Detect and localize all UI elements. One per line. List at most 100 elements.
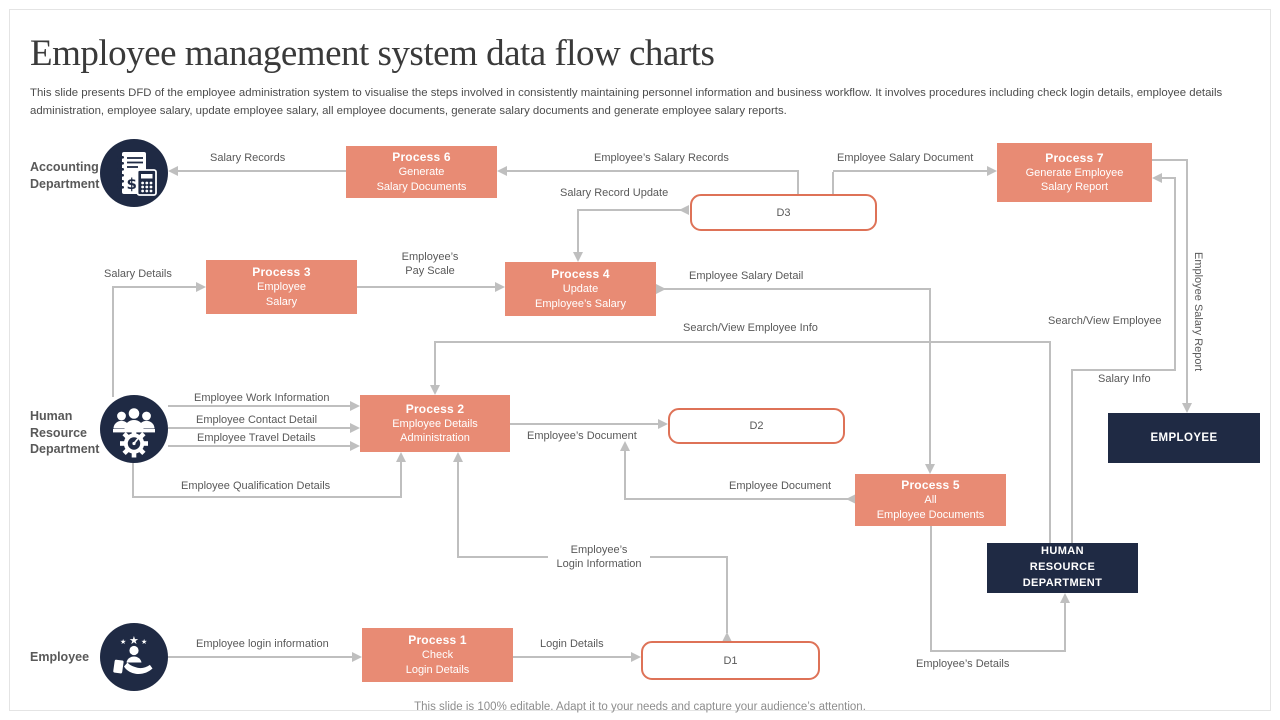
process-5-body: All Employee Documents bbox=[876, 494, 985, 521]
flow-line-login-details bbox=[513, 656, 632, 658]
flow-line-employee-travel-details bbox=[168, 445, 351, 447]
flow-line-salary-info bbox=[1162, 177, 1176, 179]
flow-line-employee-work-information bbox=[168, 405, 351, 407]
flow-line-employee-qualification-details bbox=[400, 461, 402, 498]
employee-hand-person-icon: ★ ★ ★ bbox=[100, 623, 168, 691]
arrowhead-up-icon bbox=[1060, 593, 1070, 603]
svg-text:★: ★ bbox=[129, 634, 139, 647]
flow-line-employee-login-information bbox=[168, 656, 353, 658]
flow-label-employee-work-information: Employee Work Information bbox=[194, 392, 330, 404]
process-2-box: Process 2 Employee Details Administratio… bbox=[360, 395, 510, 452]
flow-line-employee-salary-report bbox=[1152, 159, 1188, 161]
flow-label-employees-details: Employee’s Details bbox=[916, 658, 1010, 670]
flow-label-search-view-employee-info: Search/View Employee Info bbox=[683, 322, 818, 334]
datastore-d2: D2 bbox=[668, 408, 845, 444]
arrowhead-right-icon bbox=[495, 282, 505, 292]
flow-label-login-details: Login Details bbox=[540, 638, 604, 650]
arrowhead-down-icon bbox=[573, 252, 583, 262]
process-3-title: Process 3 bbox=[252, 265, 311, 280]
arrowhead-left-icon bbox=[1152, 173, 1162, 183]
process-4-box: Process 4 Update Employee’s Salary bbox=[505, 262, 656, 316]
arrowhead-right-icon bbox=[196, 282, 206, 292]
flow-line-employees-login-information bbox=[726, 557, 728, 633]
entity-label-accounting-department: Accounting Department bbox=[30, 160, 100, 191]
flow-line-employees-pay-scale bbox=[357, 286, 496, 288]
arrowhead-right-icon bbox=[350, 441, 360, 451]
process-1-box: Process 1 Check Login Details bbox=[362, 628, 513, 682]
flow-label-employee-qualification-details: Employee Qualification Details bbox=[181, 480, 331, 492]
flow-line-employee-salary-document bbox=[832, 172, 834, 195]
flow-label-employee-salary-report: Employee Salary Report bbox=[1192, 252, 1204, 372]
arrowhead-right-icon bbox=[658, 419, 668, 429]
flow-line-salary-record-update bbox=[577, 209, 683, 211]
flow-label-employee-salary-detail: Employee Salary Detail bbox=[689, 270, 804, 282]
arrowhead-down-icon bbox=[925, 464, 935, 474]
process-6-box: Process 6 Generate Salary Documents bbox=[346, 146, 497, 198]
arrowhead-right-icon bbox=[352, 652, 362, 662]
flow-line-employee-contact-detail bbox=[168, 427, 351, 429]
flow-line-salary-info bbox=[1071, 370, 1073, 543]
arrowhead-up-icon bbox=[620, 441, 630, 451]
flow-line-employees-details bbox=[930, 650, 1066, 652]
process-3-box: Process 3 Employee Salary bbox=[206, 260, 357, 314]
flow-label-employee-contact-detail: Employee Contact Detail bbox=[196, 414, 318, 426]
process-2-title: Process 2 bbox=[405, 401, 465, 416]
arrowhead-right-icon bbox=[631, 652, 641, 662]
svg-text:$: $ bbox=[127, 175, 137, 193]
process-7-body: Generate Employee Salary Report bbox=[1025, 166, 1124, 193]
flow-line-employee-salary-report bbox=[1186, 159, 1188, 404]
process-1-body: Check Login Details bbox=[405, 649, 470, 676]
flow-label-salary-record-update: Salary Record Update bbox=[560, 187, 669, 199]
arrowhead-right-icon bbox=[350, 401, 360, 411]
flow-label-employee-travel-details: Employee Travel Details bbox=[197, 432, 316, 444]
external-entity-hrd-box: HUMAN RESOURCE DEPARTMENT bbox=[987, 543, 1138, 593]
flow-line-salary-details bbox=[112, 286, 197, 288]
flow-label-employee-document: Employee Document bbox=[729, 480, 832, 492]
flow-line-employee-qualification-details bbox=[132, 462, 134, 498]
arrowhead-right-icon bbox=[350, 423, 360, 433]
datastore-d3: D3 bbox=[690, 194, 877, 231]
datastore-d1: D1 bbox=[641, 641, 820, 680]
process-1-title: Process 1 bbox=[408, 633, 467, 648]
process-4-body: Update Employee’s Salary bbox=[535, 283, 626, 310]
process-7-title: Process 7 bbox=[1045, 150, 1104, 165]
flow-line-employees-details bbox=[1064, 602, 1066, 652]
arrowhead-down-icon bbox=[1182, 403, 1192, 413]
svg-text:★: ★ bbox=[141, 638, 147, 646]
flow-line-employee-salary-detail bbox=[929, 288, 931, 465]
arrowhead-up-icon bbox=[396, 452, 406, 462]
process-5-box: Process 5 All Employee Documents bbox=[855, 474, 1006, 526]
flow-label-employee-login-information: Employee login information bbox=[196, 638, 329, 650]
arrowhead-down-icon bbox=[430, 385, 440, 395]
flow-label-search-view-employee: Search/View Employee bbox=[1048, 315, 1162, 327]
flow-line-employee-document bbox=[624, 450, 626, 500]
flow-label-salary-details: Salary Details bbox=[104, 268, 172, 280]
arrowhead-left-icon bbox=[679, 205, 689, 215]
flow-label-salary-records: Salary Records bbox=[210, 152, 286, 164]
entity-label-human-resource-department: Human Resource Department bbox=[30, 409, 100, 456]
arrowhead-left-icon bbox=[497, 166, 507, 176]
arrowhead-up-icon bbox=[722, 632, 732, 642]
flow-line-employees-salary-records bbox=[797, 172, 799, 195]
flow-label-employees-login-information: Employee’s Login Information bbox=[548, 544, 650, 572]
slide-description: This slide presents DFD of the employee … bbox=[30, 87, 1223, 117]
flow-line-salary-record-update bbox=[577, 209, 579, 253]
arrowhead-right-icon bbox=[987, 166, 997, 176]
hr-team-gear-icon bbox=[100, 395, 168, 463]
flow-line-employee-document bbox=[624, 498, 848, 500]
arrowhead-up-icon bbox=[453, 452, 463, 462]
arrowhead-left-icon bbox=[846, 494, 856, 504]
flow-label-salary-info: Salary Info bbox=[1098, 373, 1151, 385]
svg-text:★: ★ bbox=[120, 638, 126, 646]
flow-label-employees-document: Employee’s Document bbox=[527, 430, 637, 442]
flow-label-employee-salary-document: Employee Salary Document bbox=[837, 152, 974, 164]
flow-line-salary-records bbox=[178, 170, 346, 172]
flow-line-employees-login-information bbox=[457, 461, 459, 558]
external-entity-employee-box: EMPLOYEE bbox=[1108, 413, 1260, 463]
flow-label-employees-salary-records: Employee’s Salary Records bbox=[594, 152, 729, 164]
flow-line-employee-qualification-details bbox=[132, 496, 402, 498]
process-5-title: Process 5 bbox=[901, 478, 960, 493]
process-3-body: Employee Salary bbox=[257, 281, 306, 308]
flow-line-salary-info bbox=[1174, 178, 1176, 371]
